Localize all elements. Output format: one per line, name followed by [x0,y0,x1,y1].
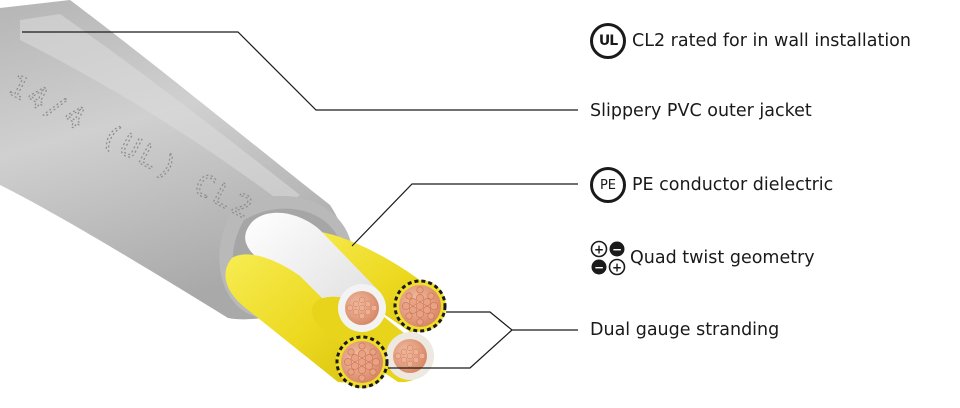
strand-highlight-ring-1 [393,279,447,333]
pe-circle-icon: PE [590,167,626,203]
twist-symbol-1: + [594,243,604,257]
copper-strands-small-2 [393,339,427,373]
jacket-highlight [20,14,300,205]
twist-symbol-3: − [594,261,604,275]
plus-minus-quad-icon: + − − + [590,240,626,276]
feature-twist: + − − + Quad twist geometry [590,238,815,278]
strand-highlight-ring-2 [335,335,389,389]
feature-ul-rating: UL CL2 rated for in wall installation [590,21,911,61]
leader-line-stranding-2 [388,329,513,369]
feature-outer-jacket-label: Slippery PVC outer jacket [590,101,812,121]
feature-stranding-label: Dual gauge stranding [590,320,780,340]
copper-strands-large-1 [399,285,441,327]
feature-outer-jacket: Slippery PVC outer jacket [590,91,812,131]
feature-stranding: Dual gauge stranding [590,310,779,350]
conductor-yellow-bottom [225,254,368,383]
copper-strands-small-1 [345,291,379,325]
feature-dielectric-label: PE conductor dielectric [632,175,834,195]
twist-symbol-4: + [612,261,622,275]
feature-ul-rating-label: CL2 rated for in wall installation [632,31,911,51]
leader-line-stranding [446,311,578,331]
feature-twist-label: Quad twist geometry [630,248,815,268]
feature-dielectric: PE PE conductor dielectric [590,165,833,205]
ul-logo-icon: UL [590,23,626,59]
leader-line-dielectric [351,183,578,247]
twist-symbol-2: − [612,243,622,257]
leader-line-outer-jacket [22,31,578,111]
copper-strands-large-2 [341,341,383,383]
